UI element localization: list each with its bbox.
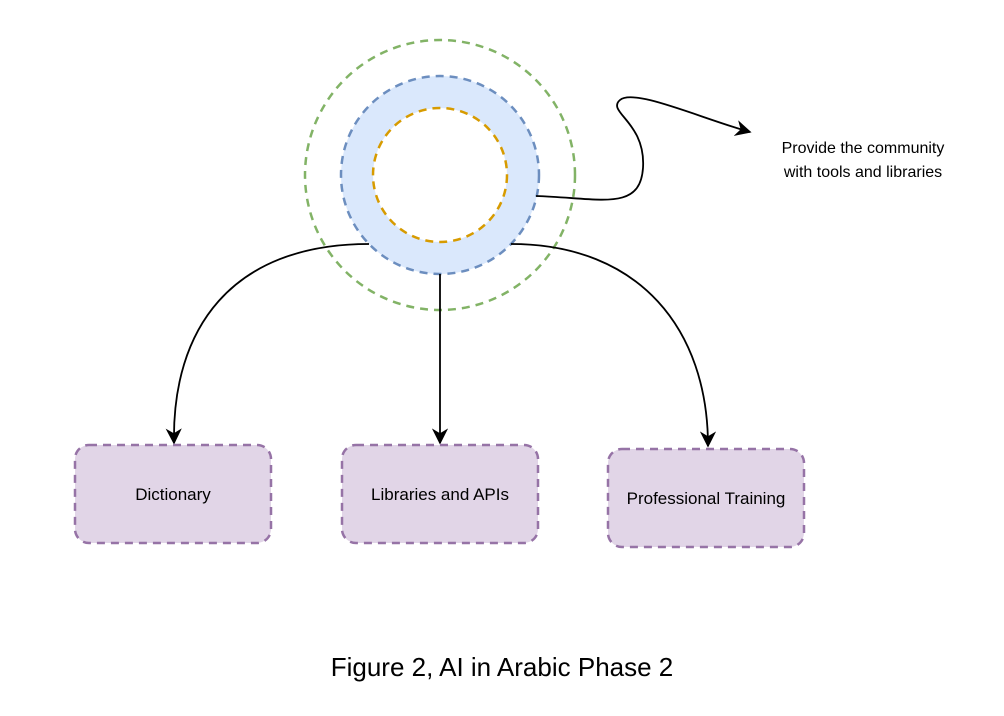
node-libraries-and-apis-label: Libraries and APIs — [371, 485, 509, 504]
inner-ring — [371, 106, 509, 244]
node-libraries-and-apis-box — [340, 443, 540, 545]
arrow-to-dictionary — [165, 243, 370, 445]
figure-caption: Figure 2, AI in Arabic Phase 2 — [330, 652, 674, 682]
node-professional-training: Professional Training — [606, 447, 806, 549]
node-libraries-and-apis: Libraries and APIs — [340, 443, 540, 545]
node-professional-training-label: Professional Training — [627, 489, 786, 508]
node-dictionary: Dictionary — [73, 443, 273, 545]
annotation-line-2: with tools and libraries — [783, 164, 942, 181]
node-dictionary-label: Dictionary — [135, 485, 211, 504]
arrow-to-training — [510, 243, 717, 448]
annotation-line-1: Provide the community — [782, 140, 945, 157]
node-dictionary-box — [73, 443, 273, 545]
arrow-to-annotation — [535, 96, 752, 201]
node-professional-training-box — [606, 447, 806, 549]
